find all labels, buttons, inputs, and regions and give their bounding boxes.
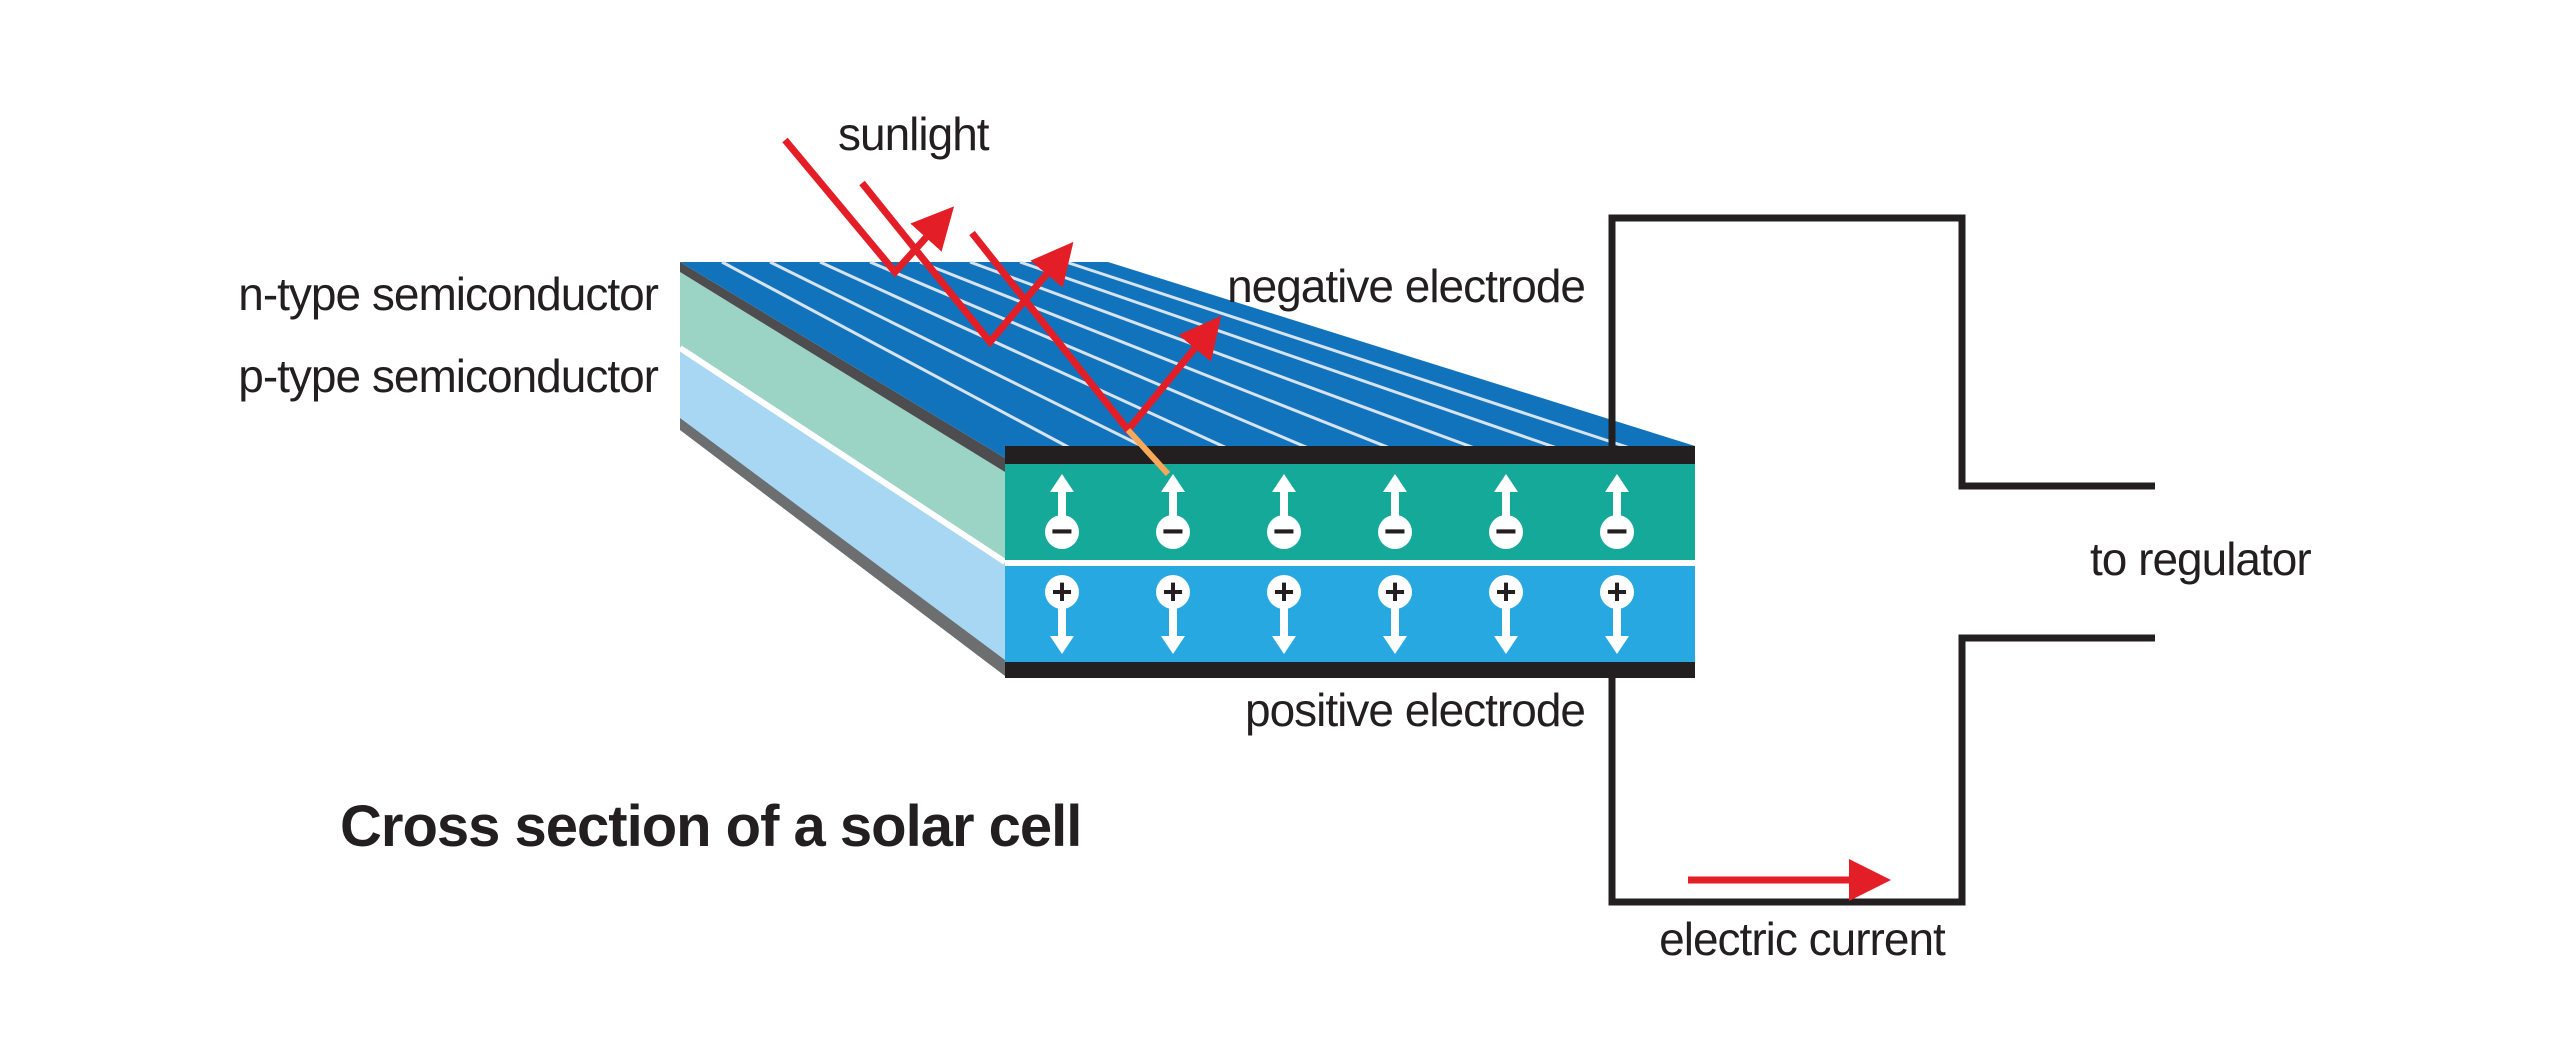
- circuit-wire-top: [1608, 214, 2155, 490]
- circuit-wire-bottom: [1608, 634, 2155, 906]
- layer-divider: [1005, 560, 1695, 566]
- n-type-label: n-type semiconductor: [238, 268, 658, 320]
- hole-charge: +: [1600, 571, 1634, 654]
- to-regulator-label: to regulator: [2090, 533, 2311, 585]
- surface-grid-lines: [721, 260, 1631, 458]
- hole-charge: +: [1489, 571, 1523, 654]
- sunlight-ray-2: [859, 180, 1074, 348]
- hole-charge: +: [1378, 571, 1412, 654]
- negative-sign: −: [1273, 511, 1295, 553]
- negative-electrode-label: negative electrode: [1227, 260, 1585, 312]
- electron-charge: −: [1600, 474, 1634, 553]
- n-type-layer: [1005, 464, 1695, 560]
- negative-sign: −: [1162, 511, 1184, 553]
- charge-carriers: − + − + − + − + − + − +: [1045, 474, 1634, 654]
- electron-charge: −: [1045, 474, 1079, 553]
- negative-electrode-bar: [1005, 446, 1695, 464]
- negative-sign: −: [1384, 511, 1406, 553]
- positive-sign: +: [1384, 571, 1405, 612]
- n-layer-side-face: [680, 272, 1005, 562]
- electron-charge: −: [1489, 474, 1523, 553]
- p-layer-side-face: [680, 348, 1005, 660]
- sunlight-label: sunlight: [838, 108, 990, 160]
- positive-sign: +: [1495, 571, 1516, 612]
- hole-charge: +: [1045, 571, 1079, 654]
- p-type-label: p-type semiconductor: [238, 350, 658, 402]
- positive-electrode-bar: [1005, 662, 1695, 678]
- top-edge-side: [680, 262, 1005, 472]
- positive-sign: +: [1273, 571, 1294, 612]
- negative-sign: −: [1495, 511, 1517, 553]
- diagram-title: Cross section of a solar cell: [340, 794, 1081, 859]
- electric-current-label: electric current: [1659, 913, 1946, 965]
- positive-electrode-label: positive electrode: [1245, 684, 1585, 736]
- electron-charge: −: [1156, 474, 1190, 553]
- electron-charge: −: [1267, 474, 1301, 553]
- electron-charge: −: [1378, 474, 1412, 553]
- positive-sign: +: [1162, 571, 1183, 612]
- external-circuit: [1608, 214, 2155, 906]
- bottom-edge-side: [680, 418, 1005, 676]
- p-type-layer: [1005, 566, 1695, 662]
- negative-sign: −: [1606, 511, 1628, 553]
- layer-divider-side: [678, 345, 1007, 565]
- hole-charge: +: [1267, 571, 1301, 654]
- negative-sign: −: [1051, 511, 1073, 553]
- positive-sign: +: [1606, 571, 1627, 612]
- positive-sign: +: [1051, 571, 1072, 612]
- sunlight-ray-1: [782, 137, 955, 278]
- photon-absorption-arrow: [1125, 427, 1171, 477]
- hole-charge: +: [1156, 571, 1190, 654]
